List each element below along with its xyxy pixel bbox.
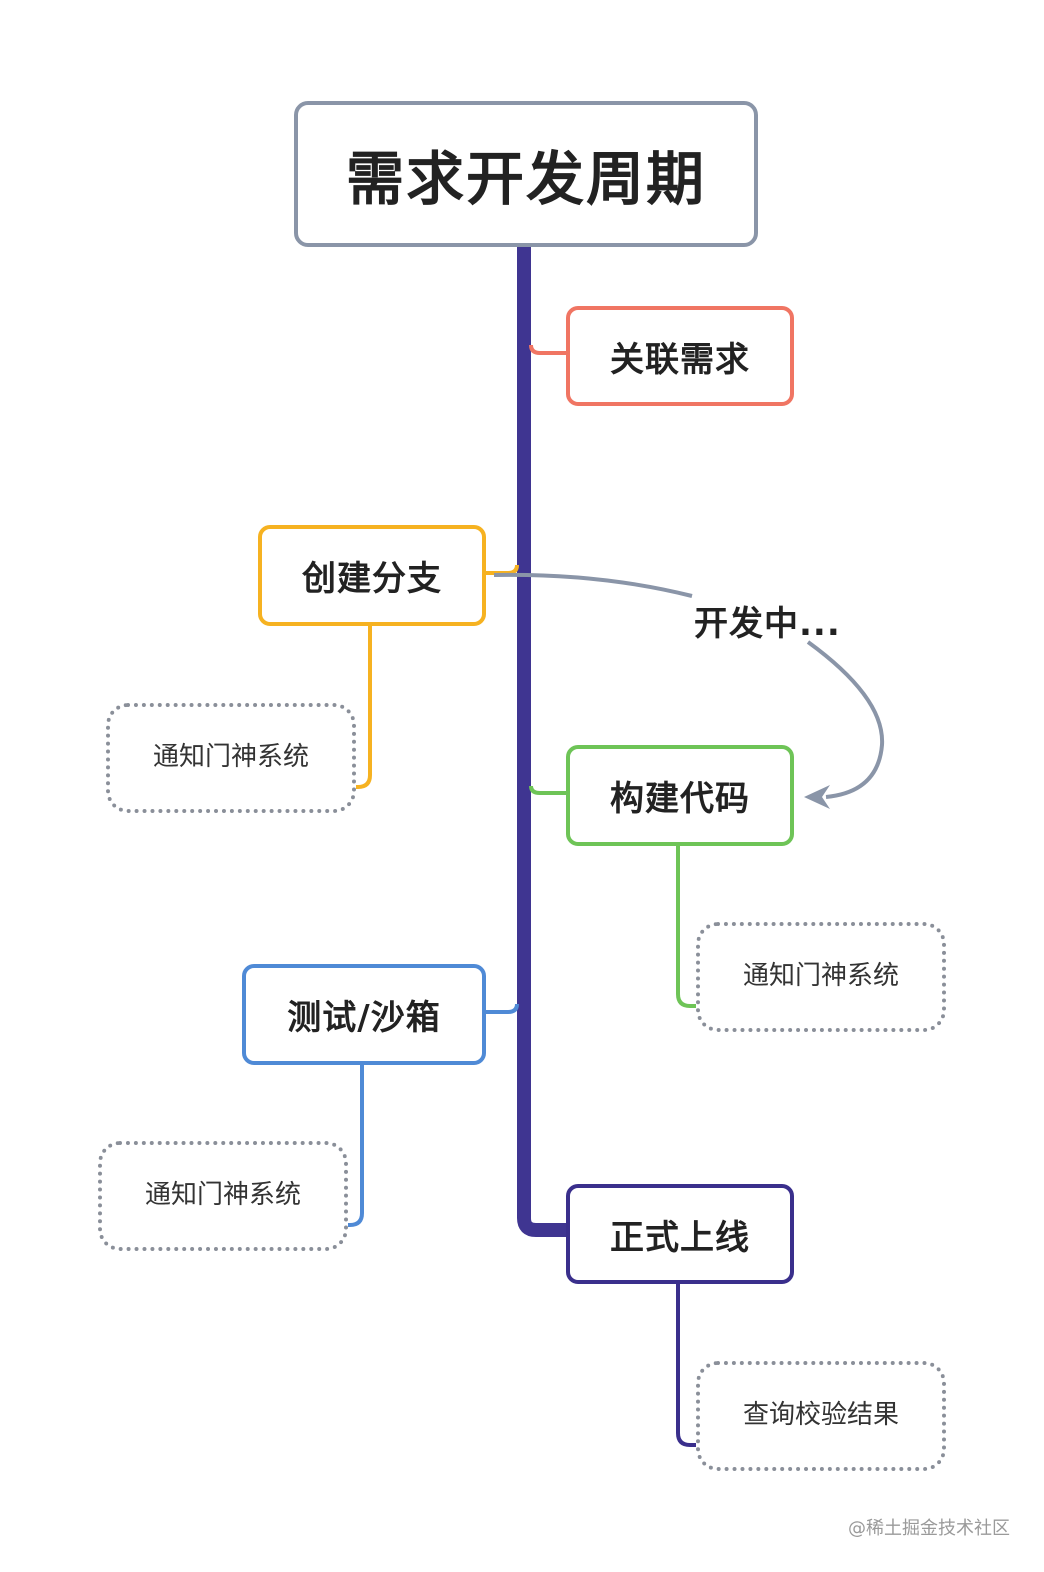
- connector-build: [529, 785, 568, 795]
- note-test-label: 通知门神系统: [144, 1179, 301, 1210]
- connector-branch: [484, 564, 519, 575]
- note-connector-build: [676, 845, 921, 1008]
- root-node: 需求开发周期: [294, 101, 758, 247]
- stage-build-node: 构建代码: [566, 745, 794, 846]
- stage-test-node: 测试/沙箱: [242, 964, 486, 1065]
- spine-line: [517, 246, 568, 1237]
- watermark: @稀土掘金技术社区: [848, 1518, 1010, 1539]
- stage-link-node: 关联需求: [566, 306, 794, 406]
- flow-arrowhead: [804, 785, 830, 809]
- connector-test: [486, 1003, 519, 1014]
- note-branch: 通知门神系统: [106, 703, 356, 813]
- note-release-label: 查询校验结果: [742, 1399, 899, 1430]
- note-connector-test: [119, 1064, 364, 1227]
- note-build: 通知门神系统: [696, 922, 946, 1032]
- stage-link-label: 关联需求: [610, 339, 750, 380]
- note-test: 通知门神系统: [98, 1141, 348, 1251]
- flow-curve-arrow-path: [806, 640, 885, 799]
- stage-release-label: 正式上线: [610, 1217, 750, 1258]
- note-branch-label: 通知门神系统: [152, 741, 309, 772]
- note-build-label: 通知门神系统: [742, 960, 899, 991]
- note-connector-branch: [126, 625, 372, 789]
- stage-branch-label: 创建分支: [302, 559, 442, 599]
- stage-test-label: 测试/沙箱: [287, 998, 441, 1038]
- connector-link: [529, 344, 568, 355]
- flow-label: 开发中...: [694, 604, 841, 644]
- stage-release-node: 正式上线: [566, 1184, 794, 1284]
- root-label: 需求开发周期: [345, 145, 706, 213]
- flow-curve: [493, 572, 693, 598]
- note-connector-release: [676, 1284, 921, 1447]
- stage-build-label: 构建代码: [610, 779, 750, 819]
- note-release: 查询校验结果: [696, 1361, 946, 1471]
- stage-branch-node: 创建分支: [258, 525, 486, 626]
